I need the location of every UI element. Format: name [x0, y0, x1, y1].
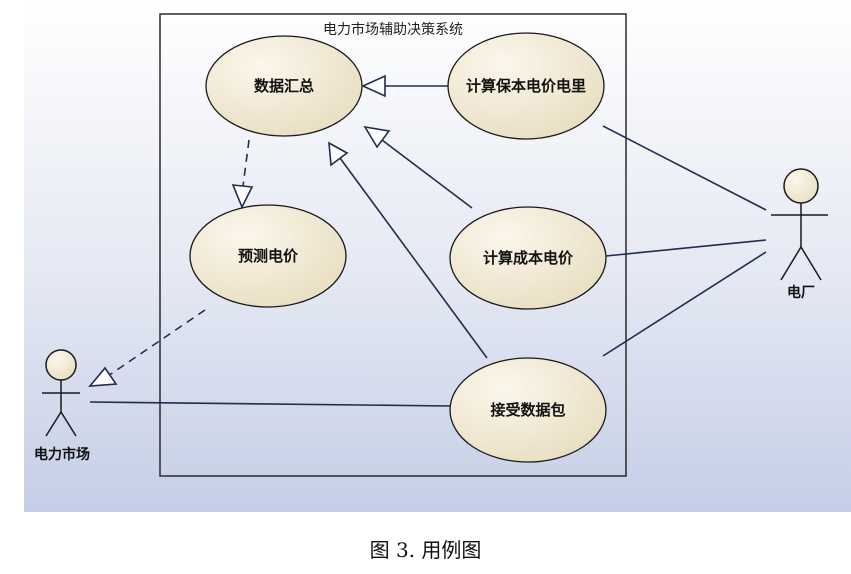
assoc-line-plant-packet	[602, 251, 767, 357]
assoc-line-plant-guarantee	[602, 125, 767, 211]
diagram-canvas: 电力市场辅助决策系统	[24, 0, 851, 512]
actor-label-power-market: 电力市场	[34, 446, 90, 463]
actor-power-plant-head	[783, 168, 819, 204]
figure-caption: 图 3. 用例图	[369, 538, 482, 562]
actor-power-plant	[771, 168, 828, 281]
use-case-label-predict-price: 预测电价	[238, 247, 299, 265]
arrowhead-guarantee-to-summary	[361, 74, 386, 98]
actor-power-market	[42, 349, 80, 437]
actor-power-market-head	[45, 349, 77, 381]
use-case-label-calc-guarantee: 计算保本电价电里	[466, 77, 586, 95]
actor-label-power-plant: 电厂	[787, 284, 815, 301]
use-case-data-summary	[205, 35, 363, 137]
arrowhead-summary-to-predict	[231, 184, 254, 209]
system-title: 电力市场辅助决策系统	[323, 21, 463, 38]
use-case-calc-guarantee-price	[447, 32, 605, 140]
dependency-line-summary-to-predict	[242, 139, 250, 187]
use-case-predict-price	[189, 204, 347, 308]
assoc-line-market-packet	[89, 401, 451, 407]
use-case-calc-cost-price	[449, 206, 607, 310]
diagram-background	[24, 0, 851, 512]
assoc-line-plant-cost	[605, 239, 767, 257]
use-case-label-receive-packet: 接受数据包	[490, 401, 565, 419]
system-boundary	[159, 13, 627, 477]
use-case-label-data-summary: 数据汇总	[254, 77, 314, 95]
arrowhead-predict-to-market	[88, 366, 118, 387]
use-case-label-calc-cost: 计算成本电价	[483, 249, 574, 267]
dependency-line-predict-to-market	[107, 309, 206, 377]
arrowhead-packet-to-summary	[328, 141, 349, 167]
use-case-receive-packet	[449, 357, 607, 463]
gen-line-cost-to-summary	[381, 139, 473, 209]
gen-line-packet-to-summary	[339, 157, 488, 359]
arrowhead-cost-to-summary	[363, 125, 391, 149]
